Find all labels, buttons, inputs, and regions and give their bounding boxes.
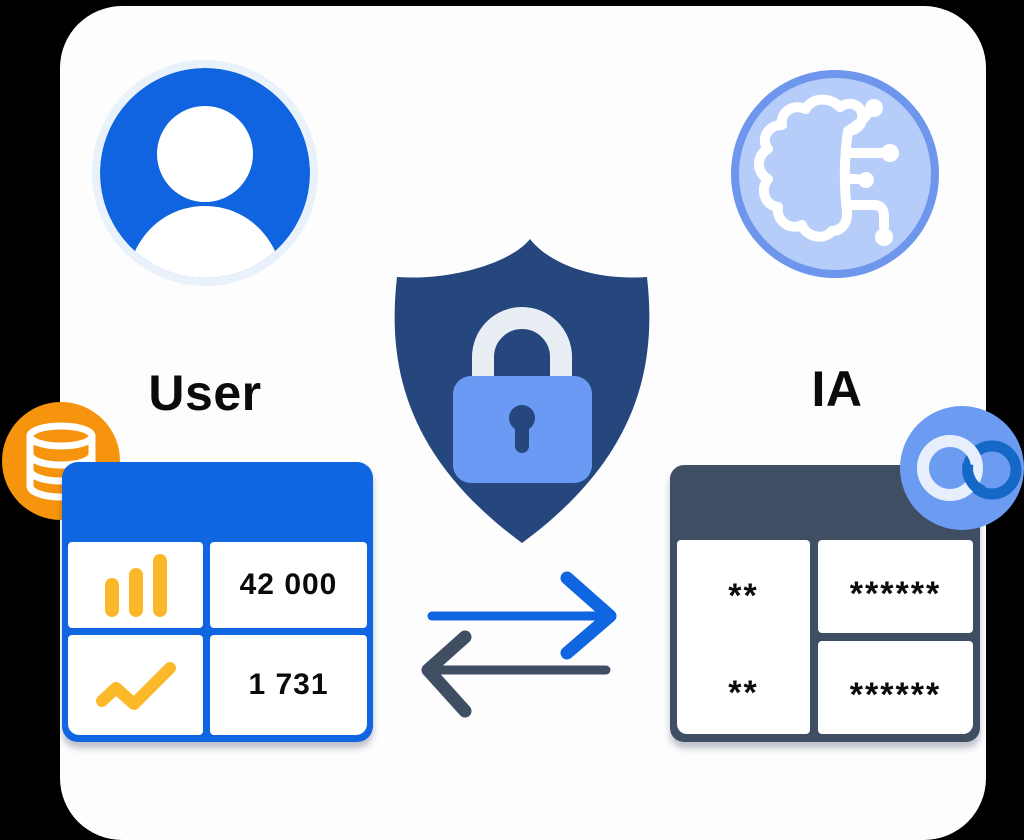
arrow-left-icon (421, 630, 611, 718)
arrow-right-icon (427, 571, 617, 660)
line-chart-icon (95, 662, 176, 710)
shield-lock-icon (394, 239, 650, 543)
brain-circuit-icon (731, 70, 939, 278)
metric-value-1: 42 000 (239, 568, 338, 601)
ia-table-masked-key-cell: ** ** (677, 540, 810, 734)
user-avatar-icon (100, 68, 310, 278)
masked-key-2: ** (728, 674, 759, 712)
data-exchange-icon (421, 571, 617, 718)
user-label: User (148, 365, 262, 421)
user-data-table: 42 000 1 731 (62, 462, 373, 742)
linked-rings-icon (900, 406, 1024, 530)
user-table-cell-line-chart (68, 635, 203, 735)
bar-chart-icon (104, 554, 167, 617)
user-table-cell-bar-chart (68, 542, 203, 628)
ia-table-masked-value-1: ****** (818, 540, 973, 633)
masked-value-1: ****** (849, 575, 942, 613)
masked-key-1: ** (728, 577, 759, 615)
ia-label: IA (811, 361, 863, 417)
user-table-cell-value-1: 42 000 (210, 542, 367, 628)
metric-value-2: 1 731 (248, 668, 329, 701)
ia-table-masked-value-2: ****** (818, 641, 973, 734)
user-table-cell-value-2: 1 731 (210, 635, 367, 735)
masked-value-2: ****** (849, 676, 942, 714)
